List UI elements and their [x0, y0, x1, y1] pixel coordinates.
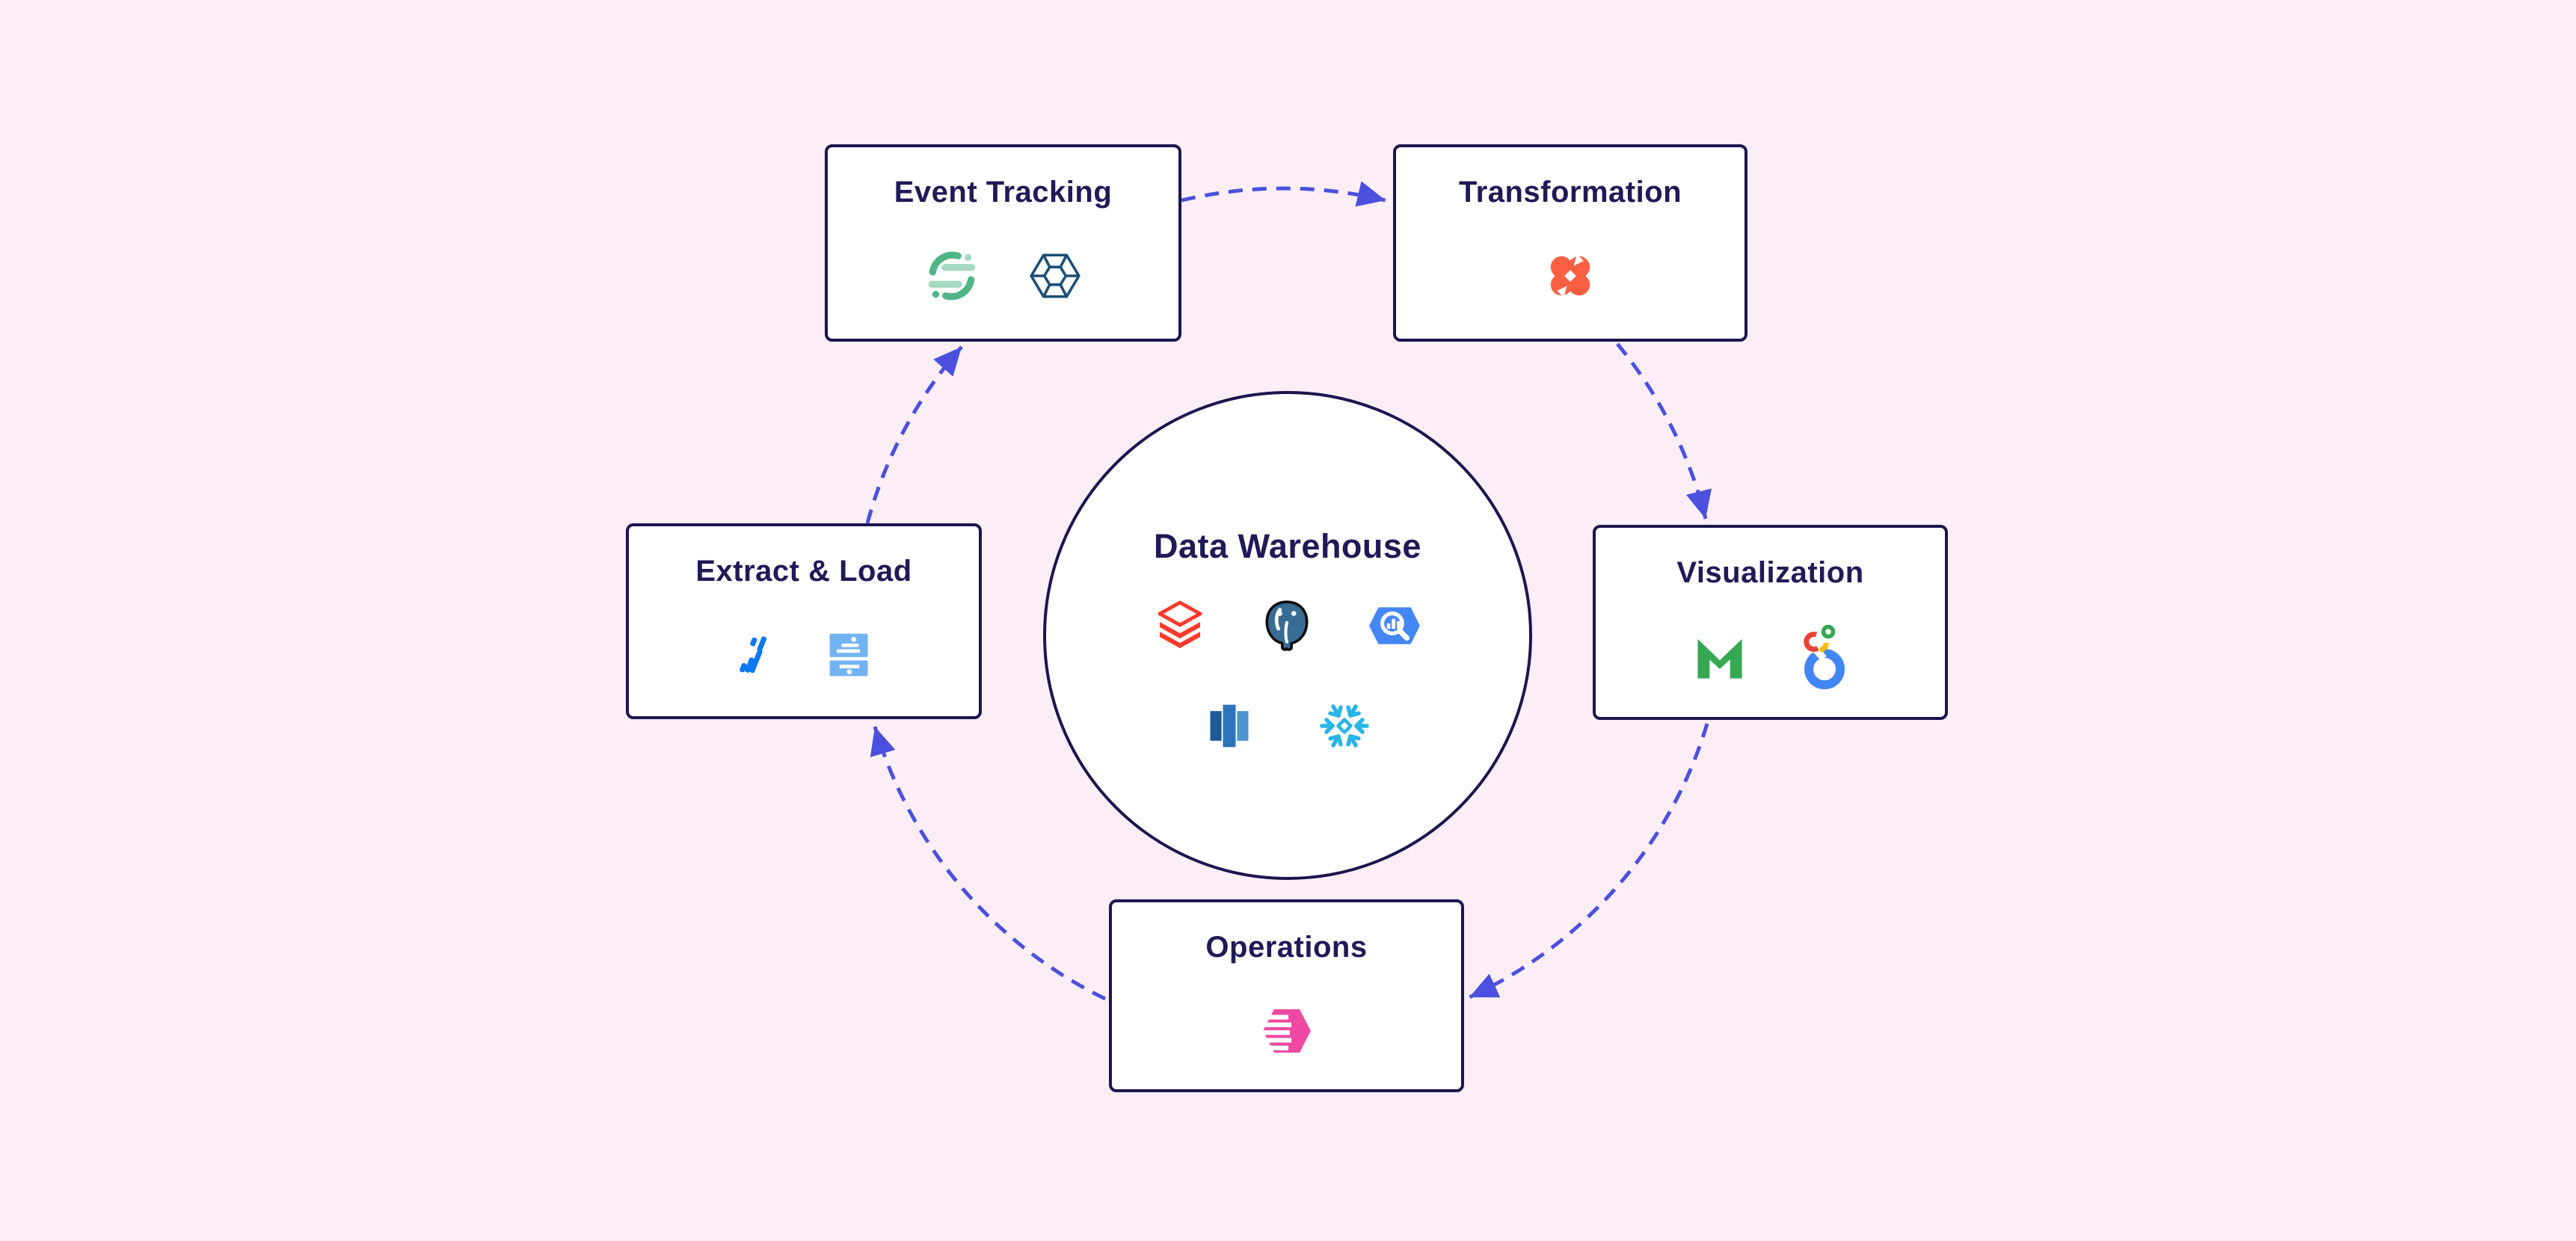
- arrow-visualization-to-operations: [1468, 723, 1709, 1000]
- arrow-operations-to-extract-load: [870, 726, 1107, 1001]
- redshift-icon: [1210, 704, 1249, 748]
- arrow-extract-load-to-event-tracking: [865, 345, 963, 524]
- dbt-icon: [1550, 254, 1590, 298]
- stitch-icon: [829, 633, 868, 677]
- operations-icons: [1112, 1000, 1461, 1062]
- data-warehouse-title: Data Warehouse: [1154, 527, 1421, 565]
- segment-icon: [928, 251, 975, 301]
- transformation-icons: [1396, 244, 1745, 307]
- extract-load-icons: [629, 623, 979, 686]
- fivetran-icon: [740, 636, 767, 674]
- event-tracking-title: Event Tracking: [894, 176, 1113, 209]
- looker-icon: [1803, 624, 1845, 689]
- postgresql-icon: [1265, 600, 1309, 651]
- census-icon: [1259, 1009, 1311, 1053]
- visualization-box: Visualization: [1593, 525, 1948, 720]
- visualization-title: Visualization: [1676, 556, 1864, 589]
- transformation-box: Transformation: [1393, 144, 1747, 342]
- event-tracking-icons: [828, 244, 1178, 307]
- bigquery-icon: [1369, 607, 1420, 644]
- transformation-title: Transformation: [1458, 176, 1682, 209]
- warehouse-icons-row-2: [1046, 699, 1529, 753]
- arrow-event-tracking-to-transformation: [1181, 181, 1386, 207]
- visualization-icons: [1596, 624, 1945, 689]
- snowflake-icon: [1318, 699, 1369, 753]
- warehouse-icons-row-1: [1046, 597, 1529, 654]
- snowplow-icon: [1029, 253, 1080, 298]
- extract-load-box: Extract & Load: [626, 523, 982, 719]
- event-tracking-box: Event Tracking: [825, 144, 1181, 342]
- operations-box: Operations: [1109, 899, 1464, 1092]
- databricks-icon: [1158, 600, 1202, 648]
- data-warehouse-circle: Data Warehouse: [1043, 391, 1532, 880]
- mode-icon: [1697, 638, 1742, 679]
- operations-title: Operations: [1205, 931, 1368, 964]
- arrow-transformation-to-visualization: [1616, 342, 1712, 520]
- extract-load-title: Extract & Load: [695, 555, 912, 588]
